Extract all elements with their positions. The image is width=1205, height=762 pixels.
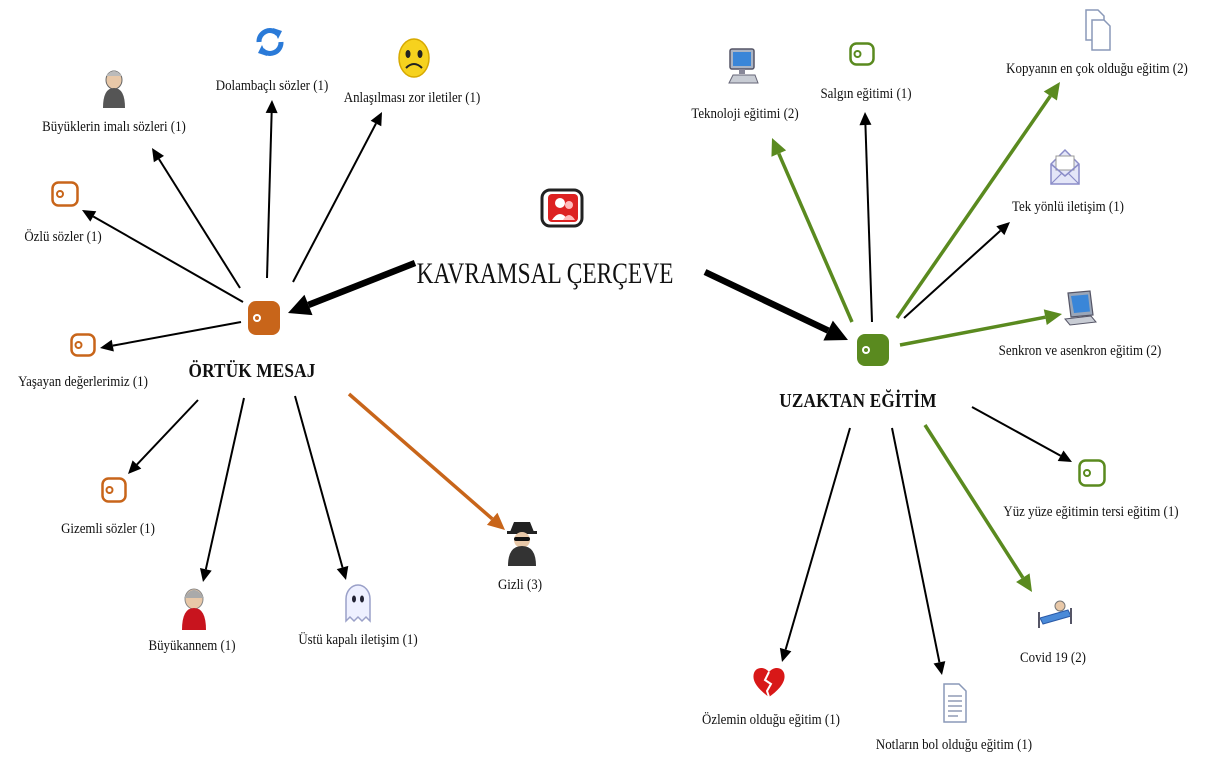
tag-icon: [101, 477, 127, 503]
broken-heart-icon: [751, 665, 787, 699]
edge-ortuk-anlasilmasi: [292, 112, 382, 283]
grandmother-icon: [180, 586, 208, 630]
refresh-arrows-icon: [253, 22, 287, 62]
node-label[interactable]: Gizli (3): [497, 577, 543, 593]
node-label[interactable]: Yüz yüze eğitimin tersi eğitim (1): [1003, 504, 1179, 520]
copy-documents-icon: [1084, 8, 1112, 52]
node-label[interactable]: Notların bol olduğu eğitim (1): [875, 737, 1033, 753]
edge-ortuk-dolambacli: [265, 100, 278, 279]
tag-icon: [1078, 459, 1106, 487]
edge-ortuk-gizemli: [128, 399, 199, 474]
edge-uzaktan-notlarin: [891, 427, 946, 675]
edge-uzaktan-salgin: [859, 112, 873, 323]
ortuk-hub-tag-icon[interactable]: [247, 300, 281, 336]
edge-uzaktan-kopya: [895, 82, 1060, 319]
edge-uzaktan-yuzyuze: [971, 406, 1072, 462]
patient-bed-icon: [1036, 600, 1074, 630]
edge-ortuk-ozlu: [82, 210, 244, 303]
edge-uzaktan-senkron: [899, 309, 1062, 347]
spy-icon: [506, 520, 538, 566]
root-title: KAVRAMSAL ÇERÇEVE: [416, 257, 674, 290]
tag-icon: [849, 42, 875, 66]
laptop-icon: [1063, 289, 1097, 327]
node-label[interactable]: Dolambaçlı sözler (1): [215, 78, 329, 94]
uzaktan-hub-tag-icon[interactable]: [856, 333, 890, 367]
node-label[interactable]: Büyükannem (1): [148, 638, 236, 654]
node-label[interactable]: Gizemli sözler (1): [61, 521, 155, 537]
tag-icon: [51, 181, 79, 207]
user-group-tag-icon: [540, 188, 584, 228]
edge-ortuk-buyukannem: [199, 397, 245, 582]
node-label[interactable]: Kopyanın en çok olduğu eğitim (2): [1006, 61, 1188, 77]
ghost-icon: [343, 583, 373, 623]
node-label[interactable]: Salgın eğitimi (1): [820, 86, 912, 102]
edge-ortuk-yasayan: [100, 321, 242, 352]
node-label[interactable]: Özlemin olduğu eğitim (1): [702, 712, 840, 728]
edge-root-to-ortuk: [288, 259, 417, 316]
sad-face-icon: [397, 36, 431, 78]
edge-uzaktan-covid: [923, 424, 1032, 592]
notes-document-icon: [942, 682, 968, 724]
edge-uzaktan-ozlemin: [779, 427, 851, 662]
node-label[interactable]: Senkron ve asenkron eğitim (2): [998, 343, 1162, 359]
elder-man-icon: [101, 68, 127, 108]
envelope-icon: [1048, 148, 1082, 186]
edge-ortuk-gizli: [347, 392, 505, 530]
edge-uzaktan-teknoloji: [771, 138, 854, 323]
node-label[interactable]: Üstü kapalı iletişim (1): [298, 632, 418, 648]
node-label[interactable]: Covid 19 (2): [1020, 650, 1086, 666]
node-label[interactable]: Yaşayan değerlerimiz (1): [18, 374, 148, 390]
desktop-computer-icon: [727, 47, 759, 85]
node-label[interactable]: Teknoloji eğitimi (2): [691, 106, 799, 122]
tag-icon: [70, 333, 96, 357]
edge-root-to-uzaktan: [703, 269, 848, 341]
node-label[interactable]: Büyüklerin imalı sözleri (1): [42, 119, 186, 135]
edge-ortuk-ustu: [294, 395, 349, 580]
ortuk-hub-label: ÖRTÜK MESAJ: [188, 360, 316, 382]
uzaktan-hub-label: UZAKTAN EĞİTİM: [779, 390, 937, 412]
edge-ortuk-buyuklerin: [152, 148, 241, 289]
node-label[interactable]: Tek yönlü iletişim (1): [1012, 199, 1124, 215]
edge-uzaktan-tekyonlu: [903, 222, 1010, 319]
node-label[interactable]: Anlaşılması zor iletiler (1): [343, 90, 481, 106]
node-label[interactable]: Özlü sözler (1): [24, 229, 102, 245]
